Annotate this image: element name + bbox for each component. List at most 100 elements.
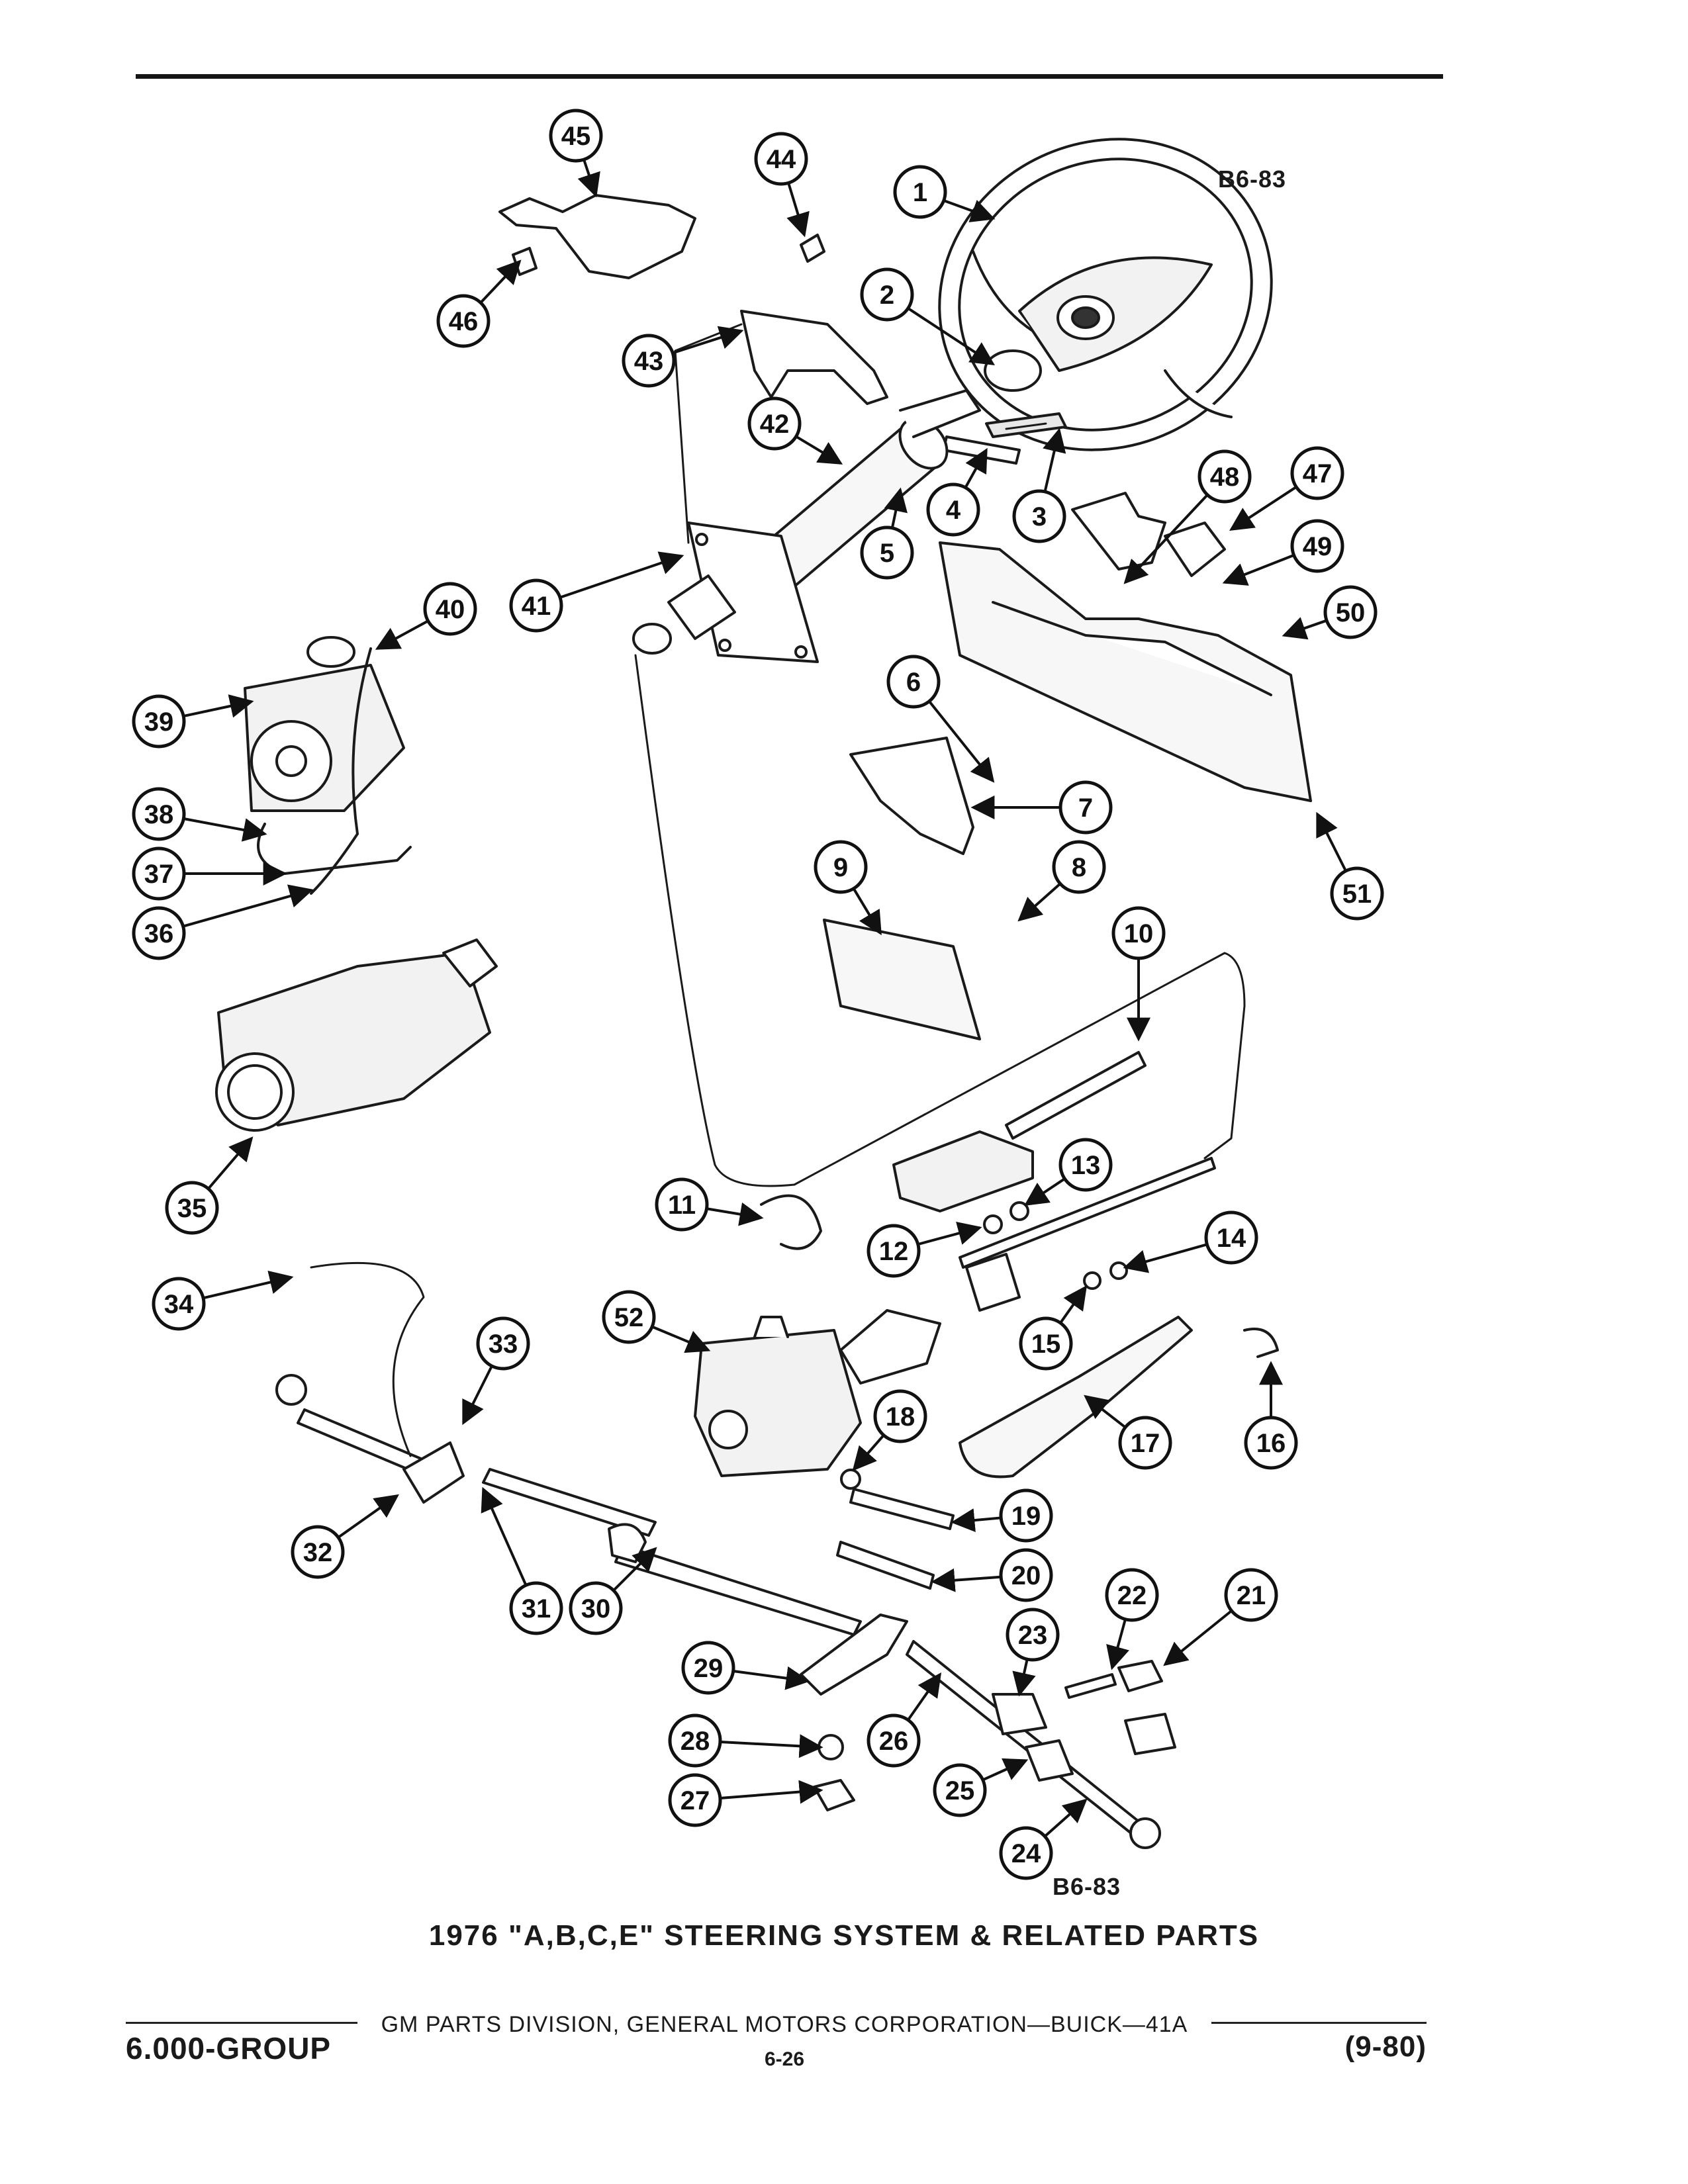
callout-12: 12	[867, 1222, 982, 1278]
callout-18: 18	[852, 1389, 927, 1471]
callout-circle-11	[655, 1177, 709, 1232]
callout-circle-18	[873, 1389, 927, 1443]
callout-circle-45	[549, 109, 603, 163]
callout-number-40: 40	[436, 595, 465, 624]
callout-30: 30	[569, 1547, 657, 1635]
callout-leader-35	[207, 1136, 254, 1190]
callout-number-49: 49	[1303, 532, 1333, 561]
callout-number-16: 16	[1256, 1429, 1286, 1458]
callout-22: 22	[1105, 1568, 1159, 1670]
callout-circle-48	[1197, 449, 1252, 504]
callout-circle-12	[867, 1224, 921, 1278]
callout-leader-52	[651, 1325, 711, 1353]
callout-leader-30	[612, 1547, 657, 1592]
callout-number-48: 48	[1210, 463, 1240, 492]
callout-circle-38	[132, 787, 186, 841]
callout-leader-38	[183, 817, 267, 842]
callout-47: 47	[1229, 446, 1344, 531]
callout-circle-14	[1204, 1210, 1258, 1265]
callout-number-45: 45	[561, 122, 591, 151]
clip-11	[760, 1194, 822, 1250]
callout-circle-35	[165, 1181, 219, 1235]
reference-code-bottom: B6-83	[1053, 1873, 1121, 1900]
callout-number-20: 20	[1011, 1561, 1041, 1590]
callout-circle-17	[1118, 1416, 1172, 1470]
clip-16	[1243, 1328, 1279, 1358]
callout-leader-20	[931, 1568, 1002, 1592]
callout-40: 40	[375, 582, 477, 650]
callout-50: 50	[1282, 585, 1378, 640]
callout-circle-51	[1330, 866, 1384, 921]
callout-number-6: 6	[906, 668, 921, 697]
callout-leader-12	[917, 1222, 982, 1246]
callout-circle-8	[1052, 840, 1106, 894]
callout-leader-50	[1282, 617, 1327, 640]
washer-15	[1083, 1271, 1102, 1290]
callout-number-39: 39	[144, 707, 174, 737]
callout-number-41: 41	[522, 592, 551, 621]
callout-circle-40	[423, 582, 477, 636]
callout-number-27: 27	[680, 1786, 710, 1815]
bushing	[1124, 1713, 1176, 1755]
callout-circle-20	[999, 1548, 1053, 1602]
callout-leader-21	[1163, 1610, 1233, 1666]
washer-12	[983, 1214, 1003, 1234]
callout-leader-43	[672, 326, 744, 355]
callout-circle-2	[860, 267, 914, 322]
bolt-44	[800, 234, 825, 263]
callout-leader-22	[1106, 1619, 1129, 1670]
callout-number-44: 44	[767, 145, 796, 174]
callout-leader-23	[1012, 1659, 1036, 1697]
callout-number-34: 34	[164, 1290, 194, 1319]
callout-33: 33	[462, 1316, 530, 1426]
callout-number-50: 50	[1336, 598, 1366, 627]
cover-9	[823, 919, 981, 1040]
castle-nut	[1117, 1660, 1163, 1692]
callout-44: 44	[754, 132, 810, 238]
callout-circle-10	[1111, 906, 1166, 960]
upper-bracket	[498, 194, 696, 279]
callout-7: 7	[970, 780, 1113, 835]
callout-circle-39	[132, 694, 186, 749]
pitman-arm	[800, 1614, 908, 1696]
callout-leader-29	[733, 1666, 810, 1690]
bracket-47-lower	[1164, 522, 1226, 577]
callout-49: 49	[1222, 519, 1344, 586]
reference-code-top: B6-83	[1218, 165, 1287, 193]
callout-circle-36	[132, 906, 186, 960]
callout-27: 27	[668, 1773, 823, 1827]
callout-number-42: 42	[760, 410, 790, 439]
callout-leader-41	[559, 551, 684, 599]
callout-14: 14	[1123, 1210, 1258, 1273]
callout-19: 19	[951, 1488, 1053, 1543]
callout-layer: 1234567891011121314151617181920212223242…	[132, 109, 1384, 1880]
callout-number-29: 29	[694, 1654, 724, 1683]
callout-number-9: 9	[833, 853, 848, 882]
callout-1: 1	[893, 165, 996, 222]
callout-21: 21	[1163, 1568, 1278, 1666]
callout-16: 16	[1244, 1361, 1298, 1470]
callout-52: 52	[602, 1290, 711, 1353]
callout-number-51: 51	[1342, 880, 1372, 909]
callout-circle-44	[754, 132, 808, 186]
callout-leader-13	[1024, 1177, 1066, 1206]
callout-11: 11	[655, 1177, 764, 1232]
callout-circle-4	[926, 482, 980, 537]
callout-circle-1	[893, 165, 947, 219]
callout-39: 39	[132, 694, 254, 749]
callout-circle-6	[886, 655, 941, 709]
steering-linkage	[275, 1374, 862, 1636]
callout-51: 51	[1316, 811, 1384, 921]
callout-9: 9	[814, 840, 882, 936]
callout-number-13: 13	[1071, 1151, 1101, 1180]
callout-leader-47	[1229, 486, 1297, 531]
callout-number-15: 15	[1031, 1330, 1061, 1359]
callout-number-7: 7	[1078, 794, 1093, 823]
callout-number-25: 25	[945, 1776, 975, 1805]
callout-circle-50	[1323, 585, 1378, 639]
callout-28: 28	[668, 1713, 823, 1768]
callout-leader-2	[907, 307, 996, 365]
callout-number-5: 5	[880, 539, 894, 568]
footer-rule-left	[126, 2022, 357, 2024]
